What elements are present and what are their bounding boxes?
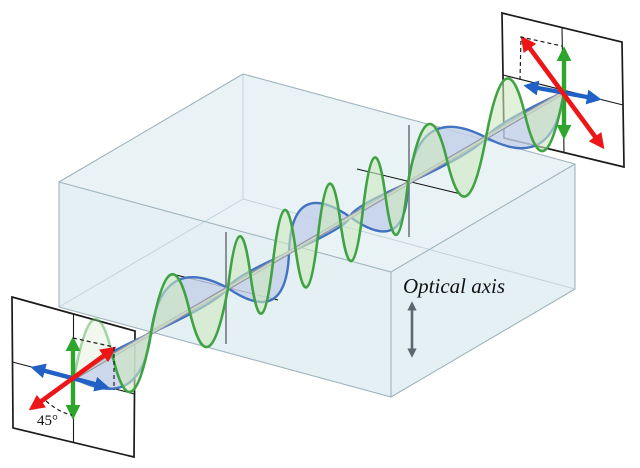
input-panel-frame <box>11 295 136 459</box>
optical-axis-label: Optical axis <box>403 274 505 298</box>
input-polarization-arrows: 45° <box>28 336 117 429</box>
optical-axis-annotation: Optical axis <box>403 274 505 358</box>
output-polarization-arrow <box>520 35 605 150</box>
output-polarization-arrows <box>519 35 605 150</box>
output-projection-dashes <box>519 36 563 81</box>
crystal-right-face <box>391 164 575 397</box>
crystal-edges <box>58 73 576 398</box>
input-projection-dashes <box>72 337 115 390</box>
input-angle-label: 45° <box>37 413 58 429</box>
crystal-top-face <box>59 74 575 272</box>
input-angle-arc <box>45 400 73 416</box>
input-polarization-arrow <box>28 346 117 411</box>
